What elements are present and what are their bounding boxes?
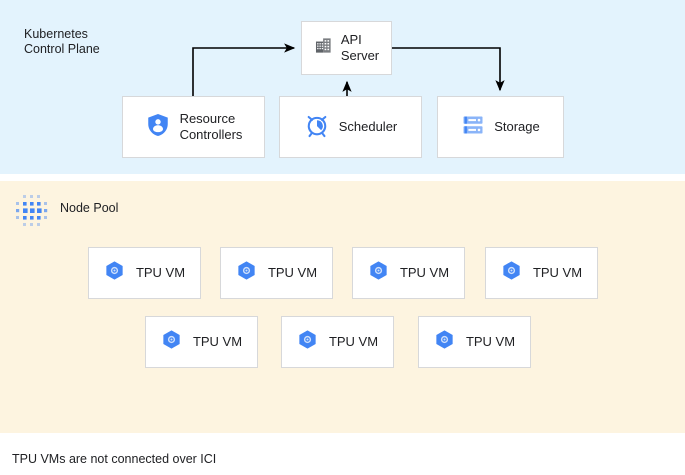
shield-person-icon xyxy=(145,112,171,143)
tpu-hex-icon xyxy=(297,329,318,355)
control-plane-title: Kubernetes Control Plane xyxy=(24,27,100,56)
tpu-hex-icon xyxy=(104,260,125,286)
tpu-vm-node[interactable]: TPU VM xyxy=(88,247,201,299)
tpu-hex-icon xyxy=(161,329,182,355)
api-server-node[interactable]: API Server xyxy=(301,21,392,75)
node-pool-title: Node Pool xyxy=(60,201,119,215)
tpu-vm-node[interactable]: TPU VM xyxy=(145,316,258,368)
tpu-vm-node[interactable]: TPU VM xyxy=(485,247,598,299)
diagram-caption: TPU VMs are not connected over ICI xyxy=(12,452,217,466)
tpu-vm-node[interactable]: TPU VM xyxy=(418,316,531,368)
tpu-vm-node[interactable]: TPU VM xyxy=(281,316,394,368)
storage-node[interactable]: Storage xyxy=(437,96,564,158)
scheduler-node[interactable]: Scheduler xyxy=(279,96,422,158)
tpu-vm-label: TPU VM xyxy=(267,265,318,280)
building-icon xyxy=(314,36,333,60)
tpu-hex-icon xyxy=(236,260,257,286)
node-pool-panel xyxy=(0,181,685,433)
tpu-hex-icon xyxy=(501,260,522,286)
server-rack-icon xyxy=(461,113,485,142)
tpu-vm-node[interactable]: TPU VM xyxy=(352,247,465,299)
resource-controllers-node[interactable]: Resource Controllers xyxy=(122,96,265,158)
scheduler-label: Scheduler xyxy=(338,119,398,134)
tpu-vm-label: TPU VM xyxy=(135,265,186,280)
tpu-hex-icon xyxy=(368,260,389,286)
tpu-vm-label: TPU VM xyxy=(328,334,379,349)
storage-label: Storage xyxy=(494,119,540,134)
tpu-vm-label: TPU VM xyxy=(532,265,583,280)
dot-grid-icon xyxy=(12,193,51,237)
resource-controllers-label: Resource Controllers xyxy=(179,111,243,142)
tpu-vm-label: TPU VM xyxy=(399,265,450,280)
api-server-label: API Server xyxy=(340,32,380,63)
tpu-hex-icon xyxy=(434,329,455,355)
alarm-clock-icon xyxy=(304,112,330,143)
tpu-vm-label: TPU VM xyxy=(192,334,243,349)
tpu-vm-label: TPU VM xyxy=(465,334,516,349)
tpu-vm-node[interactable]: TPU VM xyxy=(220,247,333,299)
